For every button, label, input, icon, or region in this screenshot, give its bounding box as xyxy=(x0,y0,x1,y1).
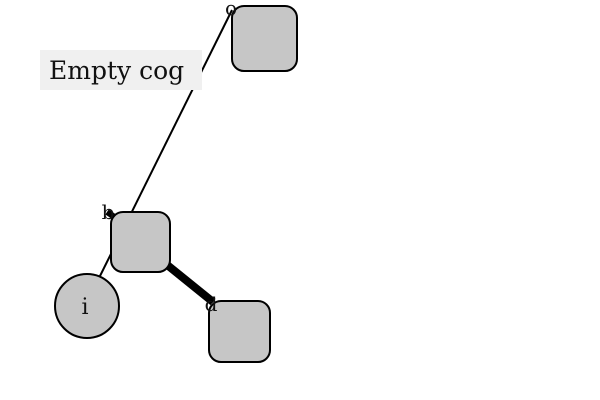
port-label-middle: b xyxy=(102,200,115,224)
diagram-title-text: Empty cog xyxy=(49,55,185,85)
node-circle-label: i xyxy=(81,295,88,320)
node-top-right[interactable] xyxy=(231,5,298,72)
port-label-bottom: d xyxy=(205,292,218,316)
node-middle[interactable] xyxy=(110,211,171,273)
node-bottom-right[interactable] xyxy=(208,300,271,363)
port-label-top: o xyxy=(225,0,237,20)
edge-middle-to-bottom-node xyxy=(163,260,216,306)
node-circle[interactable] xyxy=(54,273,120,339)
diagram-title-label: Empty cog xyxy=(40,50,202,90)
